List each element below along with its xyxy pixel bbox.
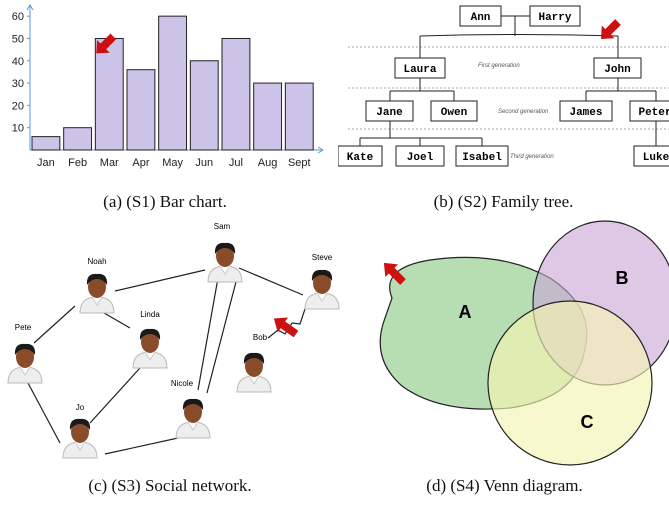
- red-arrow-icon: [383, 262, 406, 285]
- svg-text:Sam: Sam: [214, 222, 231, 231]
- person-steve: Steve: [304, 253, 340, 310]
- tree-node-jane: Jane: [365, 100, 414, 122]
- svg-text:Ann: Ann: [471, 12, 491, 24]
- red-arrow-icon: [96, 33, 117, 54]
- svg-text:C: C: [581, 412, 594, 432]
- family-tree-panel: Ann Harry Laura John Jane Owen James Pe: [337, 0, 669, 190]
- caption-c: (c) (S3) Social network.: [88, 476, 252, 495]
- x-tick-label: Jun: [195, 157, 213, 169]
- caption-d: (d) (S4) Venn diagram.: [426, 476, 583, 495]
- caption-b: (b) (S2) Family tree.: [433, 192, 574, 211]
- venn-diagram: A B C: [379, 220, 669, 466]
- bar-jun: [189, 60, 219, 151]
- svg-text:Nicole: Nicole: [171, 379, 194, 388]
- svg-text:Isabel: Isabel: [462, 152, 502, 164]
- svg-text:B: B: [616, 268, 629, 288]
- person-linda: Linda: [132, 310, 168, 369]
- bar-aug: [253, 82, 283, 151]
- generation-label-first: First generation: [478, 63, 520, 69]
- x-tick-label: May: [162, 157, 183, 169]
- venn-panel: A B C: [340, 218, 669, 473]
- generation-label-third: Third generation: [510, 154, 554, 160]
- y-tick-label: 60: [12, 11, 24, 23]
- svg-text:Joel: Joel: [407, 152, 434, 164]
- tree-node-harry: Harry: [529, 5, 581, 27]
- x-tick-label: Jul: [229, 157, 243, 169]
- svg-text:Jo: Jo: [76, 403, 85, 412]
- bar-feb: [63, 127, 93, 151]
- person-sam: Sam: [207, 222, 243, 283]
- svg-text:Linda: Linda: [140, 310, 160, 319]
- tree-node-john: John: [593, 57, 642, 79]
- tree-node-luke: Luke: [633, 145, 669, 167]
- person-noah: Noah: [79, 257, 115, 314]
- bar-mar: [94, 37, 124, 151]
- tree-node-laura: Laura: [394, 57, 446, 79]
- svg-text:Luke: Luke: [643, 152, 669, 164]
- y-tick-label: 50: [12, 33, 24, 45]
- venn-set-c: C: [487, 300, 653, 466]
- tree-node-peter: Peter: [629, 100, 669, 122]
- svg-text:James: James: [569, 107, 602, 119]
- bar-apr: [126, 69, 156, 151]
- social-network: Sam Noah Steve Pete Linda Bob Nicole Jo: [7, 222, 340, 459]
- family-tree: Ann Harry Laura John Jane Owen James Pe: [337, 5, 669, 167]
- generation-separators: [348, 46, 669, 130]
- x-axis-arrow-icon: [317, 146, 324, 154]
- y-tick-label: 40: [12, 56, 24, 68]
- svg-text:Noah: Noah: [87, 257, 106, 266]
- tree-node-isabel: Isabel: [455, 145, 509, 167]
- y-tick-label: 30: [12, 78, 24, 90]
- tree-node-joel: Joel: [395, 145, 445, 167]
- x-tick-label: Apr: [132, 157, 149, 169]
- x-tick-label: Jan: [37, 157, 55, 169]
- person-bob: Bob: [236, 333, 272, 393]
- svg-text:Laura: Laura: [403, 64, 436, 76]
- person-pete: Pete: [7, 323, 43, 384]
- network-edges: [27, 267, 307, 455]
- social-network-panel: Sam Noah Steve Pete Linda Bob Nicole Jo: [0, 218, 340, 473]
- svg-text:Pete: Pete: [15, 323, 32, 332]
- caption-a: (a) (S1) Bar chart.: [103, 192, 227, 211]
- red-arrow-icon: [273, 317, 299, 338]
- svg-text:Jane: Jane: [376, 107, 403, 119]
- bar-sept: [284, 82, 314, 151]
- generation-label-second: Second generation: [498, 109, 549, 115]
- x-tick-label: Mar: [100, 157, 119, 169]
- y-axis-arrow-icon: [26, 4, 34, 11]
- svg-text:Owen: Owen: [441, 107, 467, 119]
- svg-text:A: A: [459, 302, 472, 322]
- bar-may: [158, 15, 188, 151]
- svg-text:Kate: Kate: [347, 152, 374, 164]
- x-tick-label: Feb: [68, 157, 87, 169]
- tree-node-james: James: [559, 100, 613, 122]
- tree-node-ann: Ann: [459, 5, 502, 27]
- svg-text:John: John: [604, 64, 630, 76]
- x-tick-label: Sept: [288, 157, 311, 169]
- tree-node-kate: Kate: [337, 145, 383, 167]
- bar-jan: [31, 136, 61, 151]
- tree-connectors: [359, 15, 657, 146]
- y-tick-label: 20: [12, 100, 24, 112]
- svg-text:Steve: Steve: [312, 253, 333, 262]
- person-jo: Jo: [62, 403, 98, 459]
- svg-text:Peter: Peter: [638, 107, 669, 119]
- svg-text:Harry: Harry: [538, 12, 571, 24]
- x-tick-label: Aug: [258, 157, 278, 169]
- svg-text:Bob: Bob: [253, 333, 268, 342]
- y-tick-label: 10: [12, 123, 24, 135]
- bar-jul: [221, 37, 251, 151]
- red-arrow-icon: [601, 19, 621, 39]
- person-nicole: Nicole: [171, 379, 211, 439]
- tree-node-owen: Owen: [430, 100, 478, 122]
